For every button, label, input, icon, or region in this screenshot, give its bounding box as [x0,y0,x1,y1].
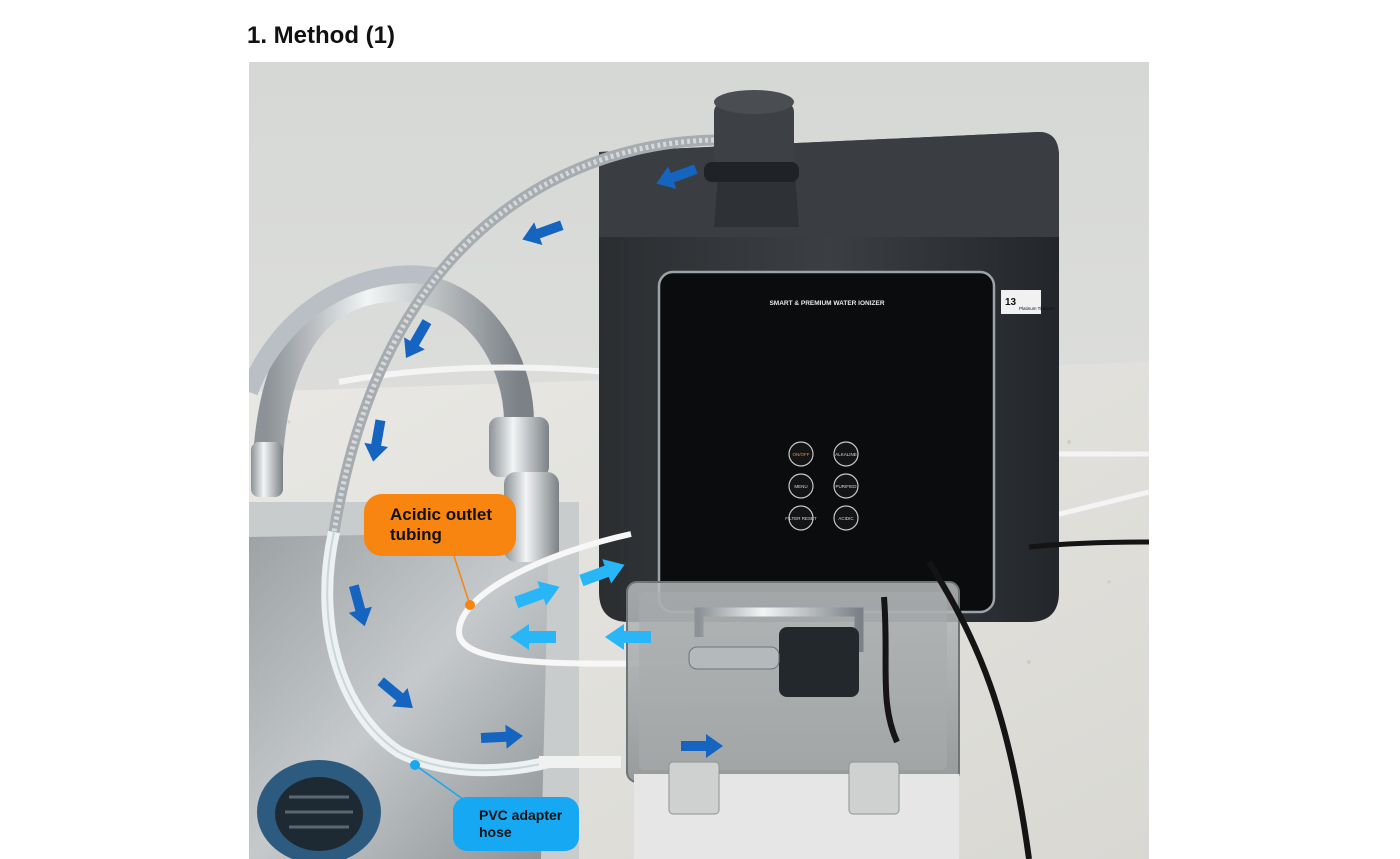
installation-photo: SMART & PREMIUM WATER IONIZER 13 Platinu… [249,62,1149,859]
button-label-filter-reset: FILTER RESET [785,516,817,521]
button-label-purified: PURIFIED [835,484,857,489]
device-label: SMART & PREMIUM WATER IONIZER [769,300,884,307]
pvc-adapter-callout-text: PVC adapter hose [479,807,563,840]
button-label-on-off: ON/OFF [793,452,810,457]
button-label-alkaline: ALKALINE [835,452,857,457]
button-label-acidic: ACIDIC [838,516,854,521]
button-label-menu: MENU [794,484,807,489]
acidic-outlet-callout: Acidic outlet tubing [364,494,516,556]
page-title: 1. Method (1) [247,22,395,49]
pvc-adapter-callout: PVC adapter hose [453,797,579,851]
device-badge-number: 13 [1005,297,1017,308]
acidic-outlet-callout-text: Acidic outlet tubing [390,504,493,544]
device-badge-text: Platinum Titanium [1019,306,1055,311]
